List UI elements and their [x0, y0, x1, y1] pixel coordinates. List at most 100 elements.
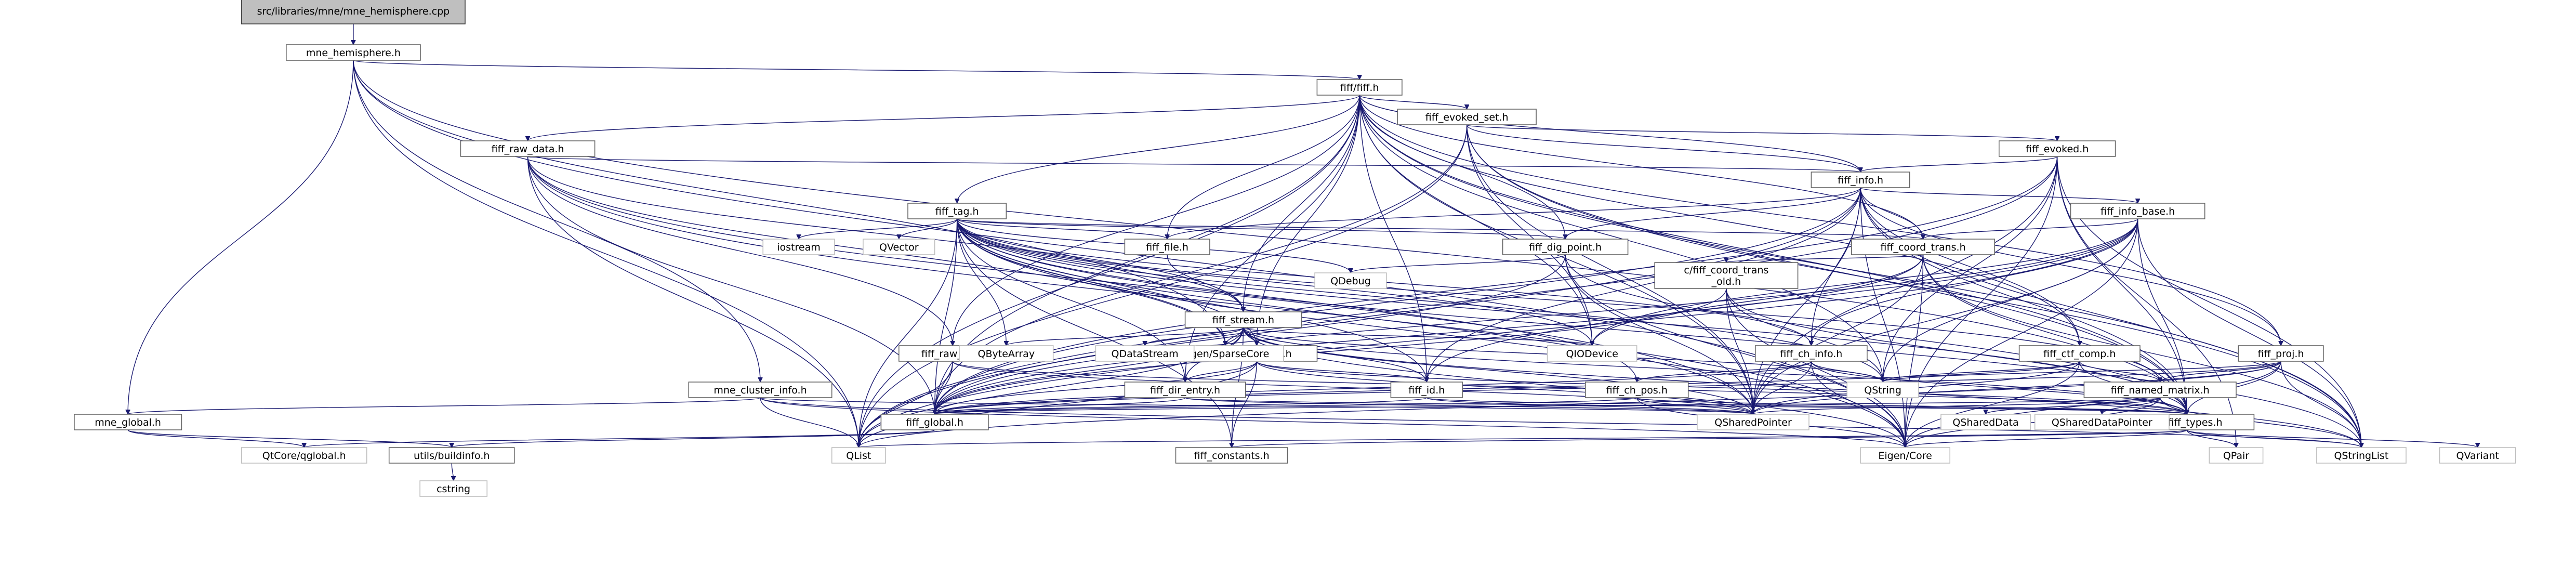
node-label-buildinfo: utils/buildinfo.h: [414, 450, 490, 462]
edge-hemi-to-mneglobal: [128, 60, 354, 414]
node-label-qvariant: QVariant: [2456, 450, 2499, 462]
node-box-qlist: [831, 447, 886, 464]
node-qstring: QString: [1846, 382, 1919, 398]
node-label-fiffh: fiff/fiff.h: [1340, 82, 1379, 94]
edge-infobase-to-eigencore: [1905, 218, 2138, 448]
node-qlist: QList: [831, 447, 886, 464]
edge-named-to-fiffglobal: [935, 397, 2161, 414]
node-hemi[interactable]: mne_hemisphere.h: [285, 44, 421, 61]
nodes-layer: src/libraries/mne/mne_hemisphere.cpp mne_…: [74, 0, 2516, 497]
node-stream[interactable]: fiff_stream.h: [1184, 311, 1302, 328]
edge-rawdata-to-stream: [527, 156, 1244, 312]
node-box-chinfo: [1755, 345, 1868, 362]
node-box-evokedset: [1397, 109, 1537, 125]
node-label-qbytearray: QByteArray: [978, 348, 1035, 360]
node-box-constants: [1175, 447, 1288, 464]
edge-tag-to-qvector: [899, 218, 958, 240]
node-id[interactable]: fiff_id.h: [1390, 382, 1463, 398]
node-label-rawdata: fiff_raw_data.h: [492, 143, 564, 155]
node-named[interactable]: fiff_named_matrix.h: [2083, 382, 2237, 398]
node-label-chinfo: fiff_ch_info.h: [1780, 348, 1842, 360]
edge-info-to-id: [1426, 187, 1861, 382]
node-tag[interactable]: fiff_tag.h: [907, 203, 1007, 219]
node-direntry[interactable]: fiff_dir_entry.h: [1124, 382, 1246, 398]
edge-fiffh-to-tag: [957, 95, 1360, 203]
node-cstring: cstring: [419, 480, 487, 497]
node-coordold[interactable]: c/fiff_coord_trans_old.h: [1654, 262, 1799, 289]
edge-evokedset-to-qstringlist: [1467, 124, 2361, 448]
node-box-qvariant: [2439, 447, 2516, 464]
node-label-iostream: iostream: [777, 242, 821, 253]
node-dig[interactable]: fiff_dig_point.h: [1502, 239, 1629, 255]
node-info[interactable]: fiff_info.h: [1811, 172, 1910, 188]
node-chinfo[interactable]: fiff_ch_info.h: [1755, 345, 1868, 362]
node-qtcore: QtCore/qglobal.h: [241, 447, 367, 464]
node-qbytearray: QByteArray: [959, 345, 1054, 362]
edge-coordold-to-qshared: [1726, 288, 1753, 414]
node-box-named: [2083, 382, 2237, 398]
node-box-qbytearray: [959, 345, 1054, 362]
node-fiffh[interactable]: fiff/fiff.h: [1316, 79, 1403, 96]
node-evokedset[interactable]: fiff_evoked_set.h: [1397, 109, 1537, 125]
edge-evoked-to-eigencore: [1905, 156, 2058, 448]
node-chpos[interactable]: fiff_ch_pos.h: [1585, 382, 1689, 398]
node-box-qtcore: [241, 447, 367, 464]
node-mneglobal[interactable]: mne_global.h: [74, 414, 182, 430]
node-box-qiodevice: [1547, 345, 1637, 362]
node-label-direntry: fiff_dir_entry.h: [1150, 385, 1220, 396]
node-label-id: fiff_id.h: [1408, 385, 1445, 396]
node-box-qshareddataptr: [2034, 414, 2170, 430]
node-cluster[interactable]: mne_cluster_info.h: [688, 382, 833, 398]
edge-proj-to-eigencore: [1905, 361, 2281, 448]
node-coord[interactable]: fiff_coord_trans.h: [1851, 239, 1996, 255]
edge-fiffh-to-qstringlist: [1359, 95, 2361, 448]
edge-infobase-to-qlist: [858, 218, 2138, 448]
node-eigencore: Eigen/Core: [1860, 447, 1951, 464]
node-constants[interactable]: fiff_constants.h: [1175, 447, 1288, 464]
node-label-qstring: QString: [1864, 385, 1901, 396]
edge-cluster-to-mneglobal: [128, 397, 761, 415]
node-qiodevice: QIODevice: [1547, 345, 1637, 362]
node-evoked[interactable]: fiff_evoked.h: [1999, 140, 2116, 157]
edge-chinfo-to-fiffglobal: [935, 361, 1812, 415]
edge-fiffh-to-proj: [1359, 95, 2281, 346]
edge-buildinfo-to-cstring: [452, 463, 453, 481]
edge-named-to-eigencore: [1905, 397, 2161, 448]
node-proj[interactable]: fiff_proj.h: [2238, 345, 2324, 362]
node-label-eigencore: Eigen/Core: [1878, 450, 1932, 462]
edge-info-to-qlist: [858, 187, 1861, 448]
node-box-qvector: [863, 239, 935, 255]
edge-direntry-to-types: [1184, 397, 2187, 415]
node-ctf[interactable]: fiff_ctf_comp.h: [2018, 345, 2141, 362]
edge-chinfo-to-chpos: [1637, 361, 1812, 383]
node-box-info: [1811, 172, 1910, 188]
node-infobase[interactable]: fiff_info_base.h: [2070, 203, 2205, 219]
node-file[interactable]: fiff_file.h: [1124, 239, 1210, 255]
node-rawdata[interactable]: fiff_raw_data.h: [460, 140, 596, 157]
edge-types-to-qlist: [858, 429, 2187, 448]
node-label-qdatastream: QDataStream: [1112, 348, 1179, 360]
edge-info-to-proj: [1860, 187, 2281, 346]
edge-tag-to-coord: [957, 218, 1923, 240]
edge-tag-to-dig: [957, 218, 1565, 240]
node-root[interactable]: src/libraries/mne/mne_hemisphere.cpp: [241, 0, 466, 24]
edge-evokedset-to-qlist: [858, 124, 1468, 448]
node-box-tag: [907, 203, 1007, 219]
node-label-qshared: QSharedPointer: [1714, 417, 1792, 428]
node-fiffglobal[interactable]: fiff_global.h: [880, 414, 989, 430]
edge-named-to-qshareddataptr: [2102, 397, 2161, 415]
node-label-proj: fiff_proj.h: [2258, 348, 2304, 360]
node-label-constants: fiff_constants.h: [1194, 450, 1270, 462]
node-box-id: [1390, 382, 1463, 398]
node-box-iostream: [762, 239, 835, 255]
node-label-stream: fiff_stream.h: [1212, 314, 1274, 326]
node-box-eigencore: [1860, 447, 1951, 464]
edge-infobase-to-chinfo: [1811, 218, 2138, 346]
edge-rawdir-to-qlist: [858, 361, 953, 448]
node-label-coordold: _old.h: [1711, 276, 1741, 287]
edge-coord-to-eigencore: [1905, 254, 1924, 448]
node-label-named: fiff_named_matrix.h: [2111, 385, 2210, 396]
node-buildinfo[interactable]: utils/buildinfo.h: [388, 447, 515, 464]
edge-coordold-to-eigencore: [1726, 288, 1905, 448]
edge-rawdata-to-qlist: [527, 156, 859, 448]
